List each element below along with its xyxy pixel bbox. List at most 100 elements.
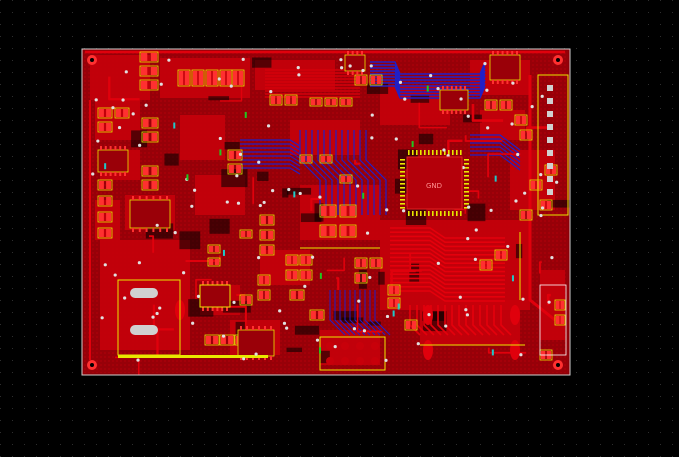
ic-pin xyxy=(464,110,466,114)
smd-pad xyxy=(123,109,128,117)
via xyxy=(521,297,525,301)
ic-pin xyxy=(516,51,518,55)
via xyxy=(370,113,374,117)
bottom-trace xyxy=(240,159,301,167)
smd-pad xyxy=(481,261,486,269)
header-pad xyxy=(341,342,349,350)
smd-pad xyxy=(221,71,226,85)
ic-pin xyxy=(145,228,148,232)
ic-pin xyxy=(446,86,449,90)
via xyxy=(464,308,468,312)
pour-void xyxy=(286,347,303,353)
top-trace xyxy=(472,305,484,336)
smd-pad xyxy=(209,259,214,265)
bottom-trace xyxy=(329,290,346,336)
qfp-pin xyxy=(412,211,414,216)
mounting-hole-drill xyxy=(90,363,94,367)
bottom-trace xyxy=(341,130,363,215)
smd-outline xyxy=(494,249,508,261)
smd-pad xyxy=(99,123,104,131)
marker xyxy=(244,111,247,118)
top-trace xyxy=(464,135,503,142)
qfp-pin xyxy=(432,150,434,155)
smd-outline xyxy=(404,319,418,331)
via xyxy=(262,200,266,205)
marker xyxy=(494,175,497,182)
pour-void xyxy=(366,83,389,94)
bottom-trace xyxy=(347,130,369,215)
ic-pin xyxy=(132,196,134,200)
smd-pad xyxy=(259,276,264,284)
top-trace xyxy=(538,261,542,274)
qfp-pin xyxy=(452,211,454,216)
via xyxy=(159,82,163,86)
smd-pad xyxy=(241,231,246,237)
smd-pad xyxy=(261,216,266,224)
smd-pad xyxy=(268,216,273,224)
ic-pin xyxy=(216,307,219,311)
bottom-trace xyxy=(240,163,301,171)
smd-outline xyxy=(309,309,325,321)
smd-pad xyxy=(214,246,219,252)
via xyxy=(523,191,527,195)
ic-pin xyxy=(104,172,107,176)
pour-void xyxy=(209,218,230,234)
pour-void xyxy=(257,171,269,181)
gnd-ic-pad[interactable] xyxy=(406,156,463,210)
smd-pad xyxy=(491,101,496,109)
pcb-board[interactable]: GND xyxy=(81,48,571,376)
via xyxy=(96,139,100,143)
smd-pad xyxy=(546,201,551,209)
smd-pad xyxy=(209,246,214,252)
smd-outline xyxy=(257,289,271,301)
smd-pad xyxy=(228,336,233,344)
via xyxy=(516,152,520,157)
connector-pin xyxy=(547,137,553,143)
via xyxy=(225,200,229,204)
top-trace xyxy=(390,281,505,294)
marker xyxy=(491,349,494,356)
via xyxy=(427,312,431,317)
top-trace xyxy=(390,273,505,286)
smd-outline xyxy=(519,129,533,141)
smd-pad xyxy=(264,291,269,299)
ic-pin xyxy=(356,71,359,75)
smd-pad xyxy=(264,276,269,284)
smd-pad xyxy=(276,96,281,104)
smd-pad xyxy=(151,119,157,127)
top-trace xyxy=(451,305,463,336)
via xyxy=(269,90,273,94)
qfp-pin xyxy=(420,211,422,216)
header-pad xyxy=(356,342,364,350)
smd-pad xyxy=(349,226,355,236)
smd-pad xyxy=(287,256,292,264)
smd-pad xyxy=(106,181,111,189)
qfp-pin xyxy=(424,150,426,155)
marker xyxy=(511,275,514,282)
marker xyxy=(426,85,429,92)
smd-pad xyxy=(321,156,326,162)
via xyxy=(241,57,245,61)
via xyxy=(229,84,233,88)
smd-outline xyxy=(289,289,305,301)
smd-pad xyxy=(301,256,306,264)
qfp-pin xyxy=(452,150,454,155)
top-trace xyxy=(354,159,361,165)
top-trace xyxy=(108,76,140,101)
smd-pad xyxy=(143,167,149,175)
bottom-trace xyxy=(370,76,486,90)
smd-outline xyxy=(299,154,313,164)
header-pad xyxy=(356,357,364,365)
smd-pad xyxy=(229,165,234,173)
marker xyxy=(104,163,107,170)
smd-pad xyxy=(99,197,104,205)
via xyxy=(458,295,462,299)
smd-pad xyxy=(214,259,219,265)
qfp-pin xyxy=(464,203,469,205)
ic-pin xyxy=(124,172,126,176)
bottom-trace xyxy=(311,130,333,215)
marker xyxy=(186,174,189,181)
qfp-pin xyxy=(400,187,405,189)
smd-outline xyxy=(299,254,313,266)
